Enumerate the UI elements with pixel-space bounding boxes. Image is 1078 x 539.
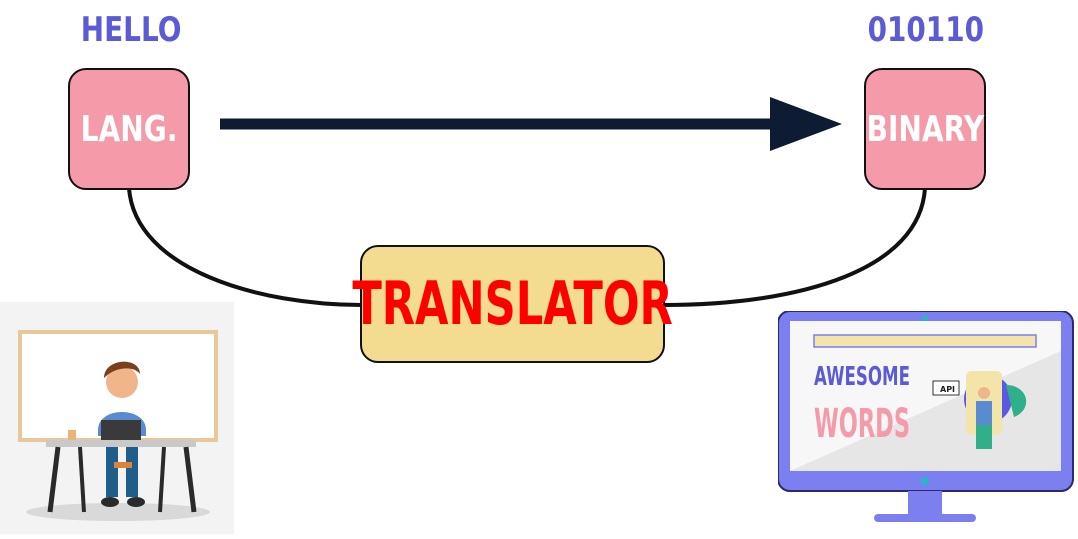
translator-box: TRANSLATOR xyxy=(352,245,673,363)
source-example-label: HELLO xyxy=(80,10,182,50)
curve-left xyxy=(127,187,363,307)
api-tag: API xyxy=(940,385,955,394)
binary-box: BINARY xyxy=(864,68,986,190)
developer-illustration xyxy=(0,302,234,534)
language-box-label: LANG. xyxy=(80,108,178,150)
arrow-head-icon xyxy=(770,97,842,151)
monitor-headline-1: AWESOME xyxy=(814,362,910,392)
monitor-illustration: API AWESOME WORDS xyxy=(778,311,1074,522)
binary-box-label: BINARY xyxy=(866,108,984,150)
language-box: LANG. xyxy=(68,68,190,190)
target-example-label: 010110 xyxy=(867,10,985,50)
monitor-headline-2: WORDS xyxy=(814,401,910,447)
translator-box-label: TRANSLATOR xyxy=(352,269,673,339)
curve-right xyxy=(663,187,927,307)
